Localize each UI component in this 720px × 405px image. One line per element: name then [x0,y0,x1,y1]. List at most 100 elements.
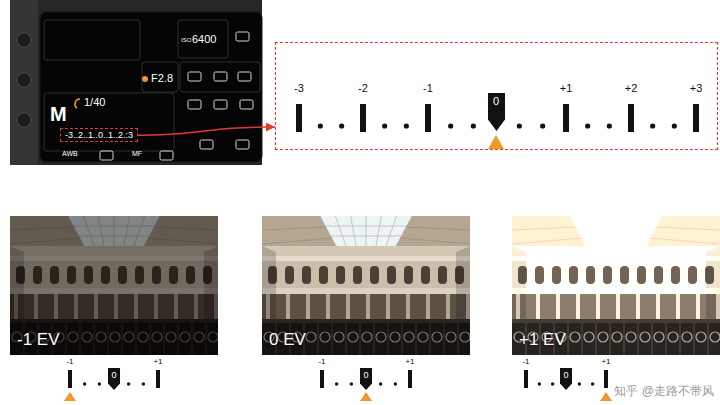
arched-window [438,266,447,284]
railing-ornament [598,332,608,342]
marker-fill [560,368,572,390]
arched-window [421,266,430,284]
scale-dot [127,382,130,385]
skylight [570,216,662,246]
rail-top [262,319,470,323]
railing-ornament [612,332,622,342]
scale-number: -1 [318,357,325,366]
rail-top [10,319,218,323]
skylight-frame [570,216,586,246]
railing-bar [610,323,611,355]
scale-dot [318,123,323,128]
scale-dot [404,123,409,128]
scale-bar [156,370,160,388]
skylight-frame [325,226,406,227]
skylight-frame [320,216,336,246]
ceiling-beam [650,238,720,244]
lcd-icon [188,72,201,81]
camera-button [17,33,31,47]
railing-bar [108,323,109,355]
arched-window [33,266,42,284]
skylight-frame [114,216,115,246]
skylight-frame [144,216,160,246]
column [446,294,450,320]
scale-number: +1 [405,357,414,366]
railing-ornament [584,332,594,342]
cornice [262,256,470,261]
railing-bar [568,323,569,355]
railing-bar [638,323,639,355]
skylight-frame [83,216,94,246]
column [154,294,158,320]
railing-bar [360,323,361,355]
scale-bar [524,370,528,388]
scale-number: 0 [488,95,505,108]
scale-bar [320,370,324,388]
column [406,294,410,320]
skylight-frame [73,226,154,227]
railing-ornament [446,332,456,342]
wall [10,216,218,355]
skylight-frame [601,216,606,246]
railing-bar [178,323,179,355]
arched-window [586,266,595,284]
skylight-frame [99,216,104,246]
column [346,294,350,320]
railing-bar [66,323,67,355]
column [306,294,310,320]
lcd-cell [44,20,140,60]
skylight-frame [366,216,367,246]
skylight-frame [335,216,346,246]
arched-window [285,266,294,284]
wall [512,216,720,355]
scale-bar [693,104,699,132]
railing-bar [416,323,417,355]
camera-body [10,0,262,165]
railing-ornament [180,332,190,342]
railing-ornament [320,332,330,342]
scale-dot [517,123,522,128]
railing-bar [94,323,95,355]
scale-dot [142,382,145,385]
ceiling-beam [406,227,470,230]
wall-band [10,246,218,256]
column [696,294,700,320]
skylight-frame [376,216,381,246]
wall-band [262,246,470,256]
railing-ornament [682,332,692,342]
exposure-photo: 0 EV [262,216,470,355]
scale-zoom-box: -3-2-1+1+2+30 [275,42,718,150]
aperture: F2.8 [151,72,173,85]
shutter-speed: 1/40 [84,96,105,109]
scale-number: 0 [108,370,120,380]
wall [262,216,470,355]
lcd-icon [240,100,253,109]
arched-window [569,266,578,284]
marker-fill [360,368,372,390]
scale-bar [425,104,431,132]
railing-ornament [432,332,442,342]
scale-number: +1 [601,357,610,366]
cornice [512,256,720,261]
railing-bar [346,323,347,355]
skylight-frame [134,216,145,246]
lcd-icon [160,151,173,160]
iso-caption: ISO [181,37,191,44]
scale-dot [585,123,590,128]
column [386,294,390,320]
white-balance: AWB [62,150,78,158]
skylight [68,216,160,246]
railing-ornament [418,332,428,342]
ceiling-beam [154,227,218,230]
column [174,294,178,320]
railing-bar [164,323,165,355]
balustrade [10,288,218,294]
scale-dot [350,382,353,385]
arched-window [50,266,59,284]
railing-ornament [68,332,78,342]
gallery [10,294,218,320]
gallery [512,294,720,320]
railing-ornament [208,332,218,342]
camera-photo [10,0,262,165]
